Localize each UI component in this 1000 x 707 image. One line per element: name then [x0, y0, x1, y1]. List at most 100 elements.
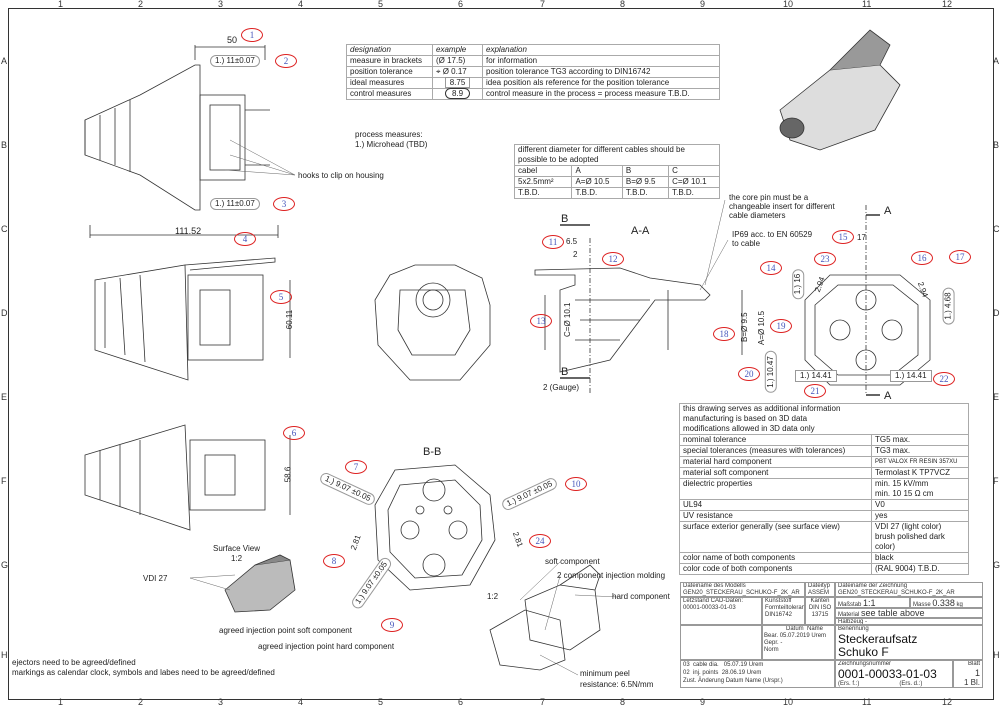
grid-label: 3 — [218, 697, 224, 707]
cable-table: different diameter for different cables … — [513, 144, 720, 199]
spec-row: surface exterior generally (see surface … — [679, 521, 969, 553]
spec-label: UV resistance — [679, 510, 872, 522]
tb-unit: kg — [956, 602, 963, 608]
spec-value: yes — [871, 510, 969, 522]
grid-label: B — [1, 140, 8, 150]
cell: B=Ø 9.5 — [621, 176, 670, 188]
grid-label: 4 — [298, 697, 304, 707]
header-cell: B — [621, 165, 670, 177]
dim-aa-a: A=Ø 10.5 — [757, 310, 766, 345]
section-label-aa: A-A — [631, 225, 650, 237]
header-cell: C — [668, 165, 720, 177]
spec-value: Termolast K TP7VCZ — [871, 467, 969, 479]
tb-label: Name — [807, 626, 824, 632]
grid-label: 6 — [458, 0, 464, 9]
grid-label: H — [993, 650, 1000, 660]
cut-marker-a-top: A — [884, 205, 892, 217]
note-line: changeable insert for different — [729, 202, 835, 211]
rev-cell: 03 — [683, 662, 690, 668]
tb-mass: Masse 0.338 kg — [910, 597, 983, 608]
process-measures: process measures:1.) Microhead (TBD) — [355, 130, 427, 150]
cell: ideal measures — [346, 77, 433, 89]
dim-aa-2: 2 — [573, 250, 578, 259]
tb-value: 1 Bl. — [963, 678, 980, 687]
label-hooks: hooks to clip on housing — [298, 171, 384, 180]
grid-label: E — [1, 392, 8, 402]
header-cell: A — [571, 165, 623, 177]
dim-aa-gauge: 2 (Gauge) — [543, 383, 580, 392]
spec-value-line: brush polished dark color) — [875, 532, 945, 551]
balloon-14: 14 — [760, 261, 782, 275]
cell: idea position als reference for the posi… — [482, 77, 720, 89]
grid-label: 5 — [378, 0, 384, 9]
balloon-22: 22 — [933, 372, 955, 386]
spec-value: (RAL 9004) T.B.D. — [871, 563, 969, 575]
side-view-middle — [94, 257, 291, 381]
spec-value-line: min. 15 kV/mm — [875, 479, 929, 488]
balloon-4: 4 — [234, 232, 256, 246]
grid-label: 7 — [540, 697, 546, 707]
tb-label: Maßstab — [838, 602, 862, 608]
tb-title: Steckeraufsatz — [838, 632, 918, 646]
label-vdi27: VDI 27 — [143, 574, 168, 583]
grid-label: C — [993, 224, 1000, 234]
cell: 5x2.5mm² — [513, 176, 573, 188]
tb-value: see table above — [861, 608, 925, 618]
balloon-3: 3 — [273, 197, 295, 211]
dim-58: 58.6 — [283, 466, 293, 483]
dim-16: 1.) 16 — [792, 268, 805, 300]
dim-tolerance-bottom: 1.) 11±0.07 — [210, 198, 260, 210]
balloon-8: 8 — [323, 554, 345, 568]
section-a-a-view — [534, 224, 743, 395]
balloon-11: 11 — [542, 235, 564, 249]
side-view-bottom — [84, 424, 291, 531]
side-view-top — [84, 45, 279, 238]
tb-value: 1:1 — [863, 598, 876, 608]
cell: position tolerance TG3 according to DIN1… — [482, 66, 720, 78]
spec-label: dielectric properties — [679, 478, 872, 500]
note-line: the core pin must be a — [729, 193, 809, 202]
cell: control measures — [346, 88, 433, 100]
grid-label: 8 — [620, 697, 626, 707]
grid-label: G — [993, 560, 1000, 570]
grid-label: 1 — [58, 697, 64, 707]
label-soft-component: soft component — [545, 557, 600, 566]
tb-label: Gepr. — [764, 640, 779, 646]
rev-cell: Urem — [748, 662, 764, 668]
spec-value-line: TG3 max. — [875, 446, 911, 455]
header-cell: example — [432, 44, 483, 56]
note-line: 1.) Microhead (TBD) — [355, 140, 428, 149]
grid-label: 12 — [942, 0, 953, 9]
spec-label: color code of both components — [679, 563, 872, 575]
grid-label: 11 — [862, 697, 872, 707]
label-injection-soft: agreed injection point soft component — [219, 626, 352, 635]
spec-label: material hard component — [679, 456, 872, 468]
spec-value-line: (RAL 9004) T.B.D. — [875, 564, 940, 573]
note-line: IP69 acc. to EN 60529 — [732, 230, 813, 239]
dim-10-47: 1.) 10.47 — [764, 351, 777, 393]
balloon-10: 10 — [565, 477, 587, 491]
section-label-bb: B-B — [423, 446, 442, 458]
cell: T.B.D. — [513, 187, 573, 199]
note-line: markings as calendar clock, symbols and … — [12, 668, 275, 677]
note-line: process measures: — [355, 130, 423, 139]
tb-label: Datum — [786, 626, 804, 632]
cell: ⌖ Ø 0.17 — [432, 66, 483, 78]
tb-halbzeug: Halbzeug - — [835, 618, 983, 625]
cable-table-title: different diameter for different cables … — [514, 144, 720, 166]
spec-label: color name of both components — [679, 552, 872, 564]
label-two-component: 2 component injection molding — [557, 571, 666, 580]
tb-value: GEN20_STECKERAU_SCHUKO-F_2K_AR — [838, 590, 955, 596]
